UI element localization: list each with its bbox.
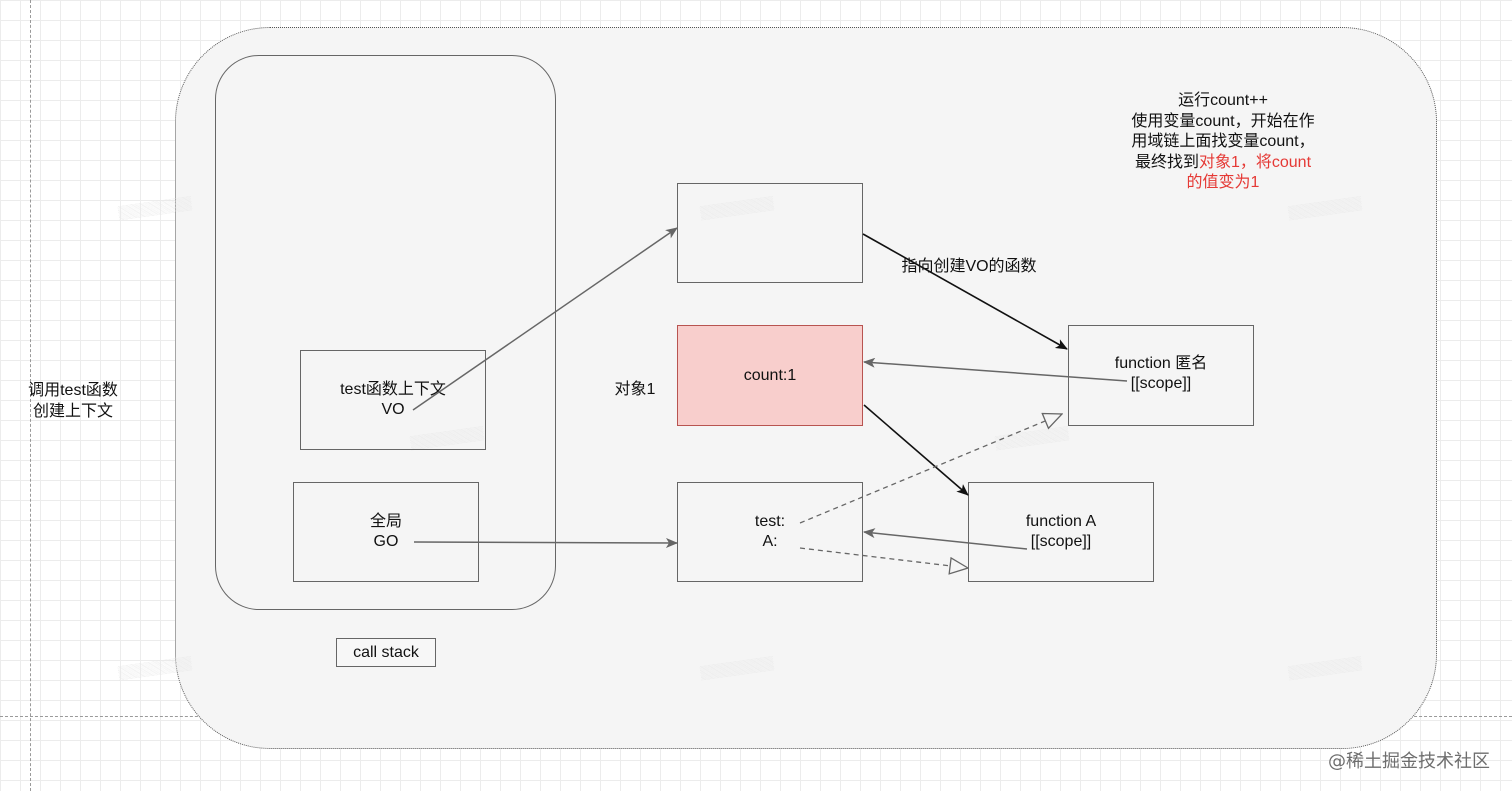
function-anonymous-title: function 匿名 (1114, 355, 1208, 372)
test-object-box[interactable]: test: A: (677, 482, 863, 582)
test-object-test: test: (754, 513, 786, 530)
test-context-vo: VO (381, 401, 405, 418)
arrow-scope-to-count-object (863, 357, 1128, 382)
global-context-box[interactable]: 全局 GO (293, 482, 479, 582)
function-a-box[interactable]: function A [[scope]] (968, 482, 1154, 582)
arrow-go-to-test-object (413, 537, 678, 548)
arrow-count-object-to-function-a (863, 404, 969, 496)
note-line4-red: 对象1，将count (1198, 153, 1312, 171)
function-anonymous-scope: [[scope]] (1130, 375, 1192, 392)
global-title: 全局 (369, 513, 402, 530)
note-text: 运行count++ 使用变量count，开始在作 用域链上面找变量count， … (1112, 91, 1334, 194)
arrow-empty-box-to-function-anonymous (862, 233, 1068, 350)
note-line2: 使用变量count，开始在作 (1131, 112, 1315, 130)
function-a-scope: [[scope]] (1030, 533, 1092, 550)
left-label-line1: 调用test函数 (28, 382, 118, 399)
note-line3: 用域链上面找变量count， (1131, 133, 1315, 150)
note-line4-prefix: 最终找到 (1134, 153, 1199, 171)
test-context-box[interactable]: test函数上下文 VO (300, 350, 486, 450)
arrow-scope-a-to-test-object (863, 528, 1028, 550)
call-stack-container[interactable] (215, 55, 556, 610)
object1-label: 对象1 (614, 381, 656, 398)
global-go: GO (373, 533, 399, 550)
function-anonymous-box[interactable]: function 匿名 [[scope]] (1068, 325, 1254, 426)
arrow-vo-to-empty-box (412, 227, 678, 411)
count-object-text: count:1 (743, 366, 797, 384)
left-label-line2: 创建上下文 (32, 402, 113, 420)
dashed-arrow-test-to-function-anonymous (799, 414, 1062, 524)
dashed-arrow-a-to-function-a (799, 547, 968, 568)
function-a-title: function A (1025, 513, 1097, 530)
test-object-a: A: (762, 533, 778, 550)
call-stack-label[interactable]: call stack (336, 638, 436, 667)
site-watermark: @稀土掘金技术社区 (1328, 751, 1490, 772)
note-line4: 最终找到对象1，将count (1112, 153, 1334, 174)
note-line5: 的值变为1 (1186, 174, 1260, 191)
test-context-title: test函数上下文 (340, 381, 446, 398)
note-line1: 运行count++ (1178, 92, 1268, 109)
count-object-box[interactable]: count:1 (677, 325, 863, 426)
left-label: 调用test函数 创建上下文 (22, 381, 124, 422)
page-break-line-vertical (30, 0, 31, 791)
